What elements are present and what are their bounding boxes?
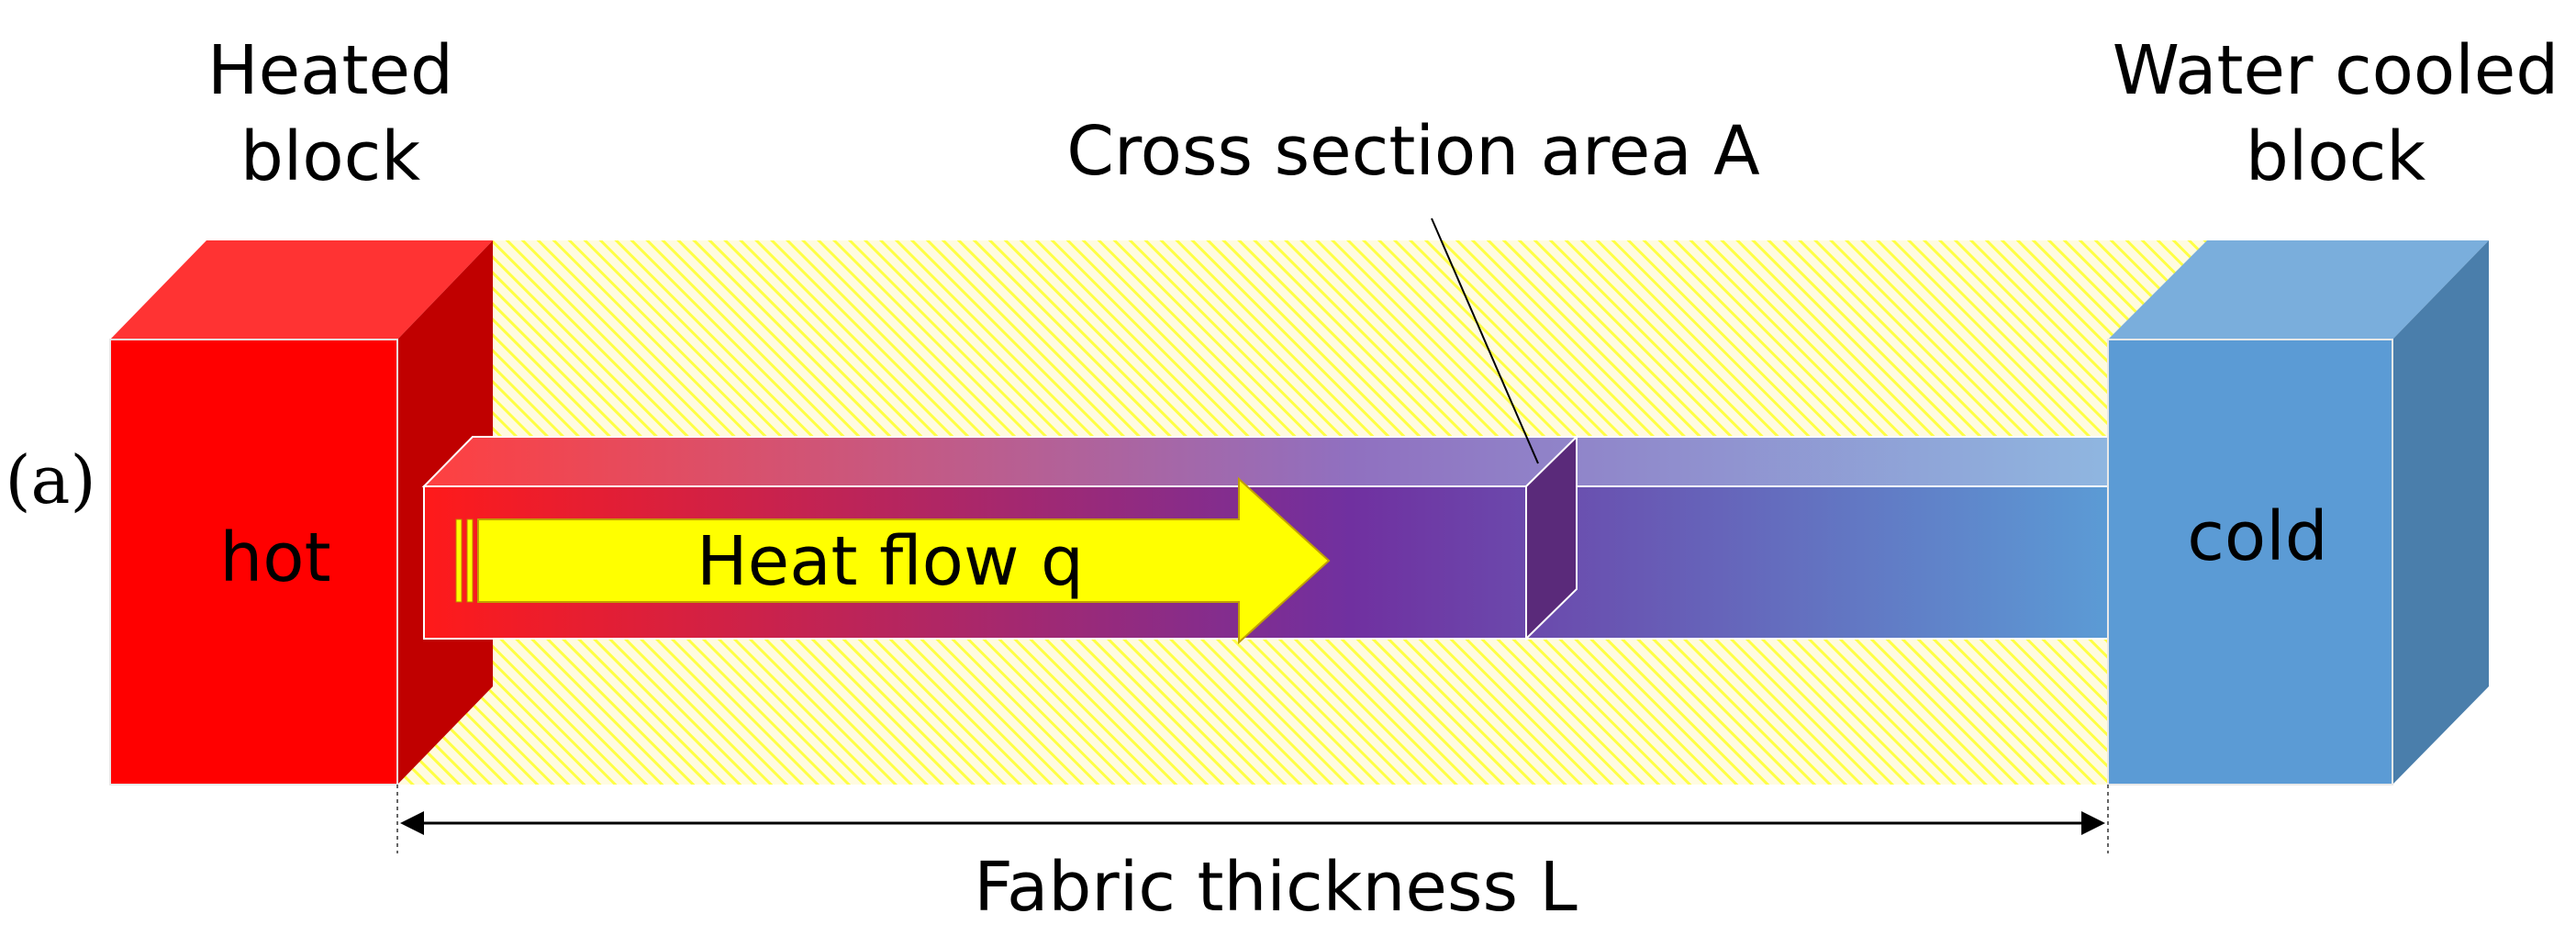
heated-block-label-line2: block — [240, 117, 421, 196]
cold-label: cold — [2187, 497, 2328, 576]
heated-block-label: Heated block — [128, 28, 532, 200]
cooled-block-label-line2: block — [2245, 117, 2426, 196]
right-arrowhead — [2081, 811, 2105, 835]
cooled-block — [2107, 240, 2489, 785]
fabric-thickness-label: Fabric thickness L — [974, 848, 1578, 927]
cooled-block-top — [2108, 240, 2489, 340]
cross-section-face — [1525, 434, 1578, 641]
heated-block-label-line1: Heated — [206, 31, 454, 110]
arrow-shape — [477, 476, 1331, 645]
heat-column-top — [421, 436, 2109, 487]
cooled-block-front — [2107, 339, 2393, 785]
panel-label: (a) — [5, 441, 96, 518]
cross-section-label: Cross section area A — [1066, 112, 1760, 191]
cooled-block-label-line1: Water cooled — [2112, 31, 2559, 110]
arrow-tail-stripe — [455, 518, 463, 603]
heated-block-front — [109, 339, 398, 785]
hot-label: hot — [219, 518, 331, 597]
left-arrowhead — [400, 811, 424, 835]
cooled-block-label: Water cooled block — [2102, 28, 2570, 200]
heated-block-top — [110, 240, 493, 340]
heat-flow-label: Heat flow q — [697, 522, 1084, 601]
thickness-dimension — [396, 785, 2109, 853]
heated-block — [109, 240, 493, 785]
heat-flow-arrow — [455, 476, 1331, 645]
cooled-block-side — [2392, 240, 2489, 785]
cross-section-leader-line — [1431, 217, 1539, 464]
arrow-tail-stripe — [466, 518, 474, 603]
